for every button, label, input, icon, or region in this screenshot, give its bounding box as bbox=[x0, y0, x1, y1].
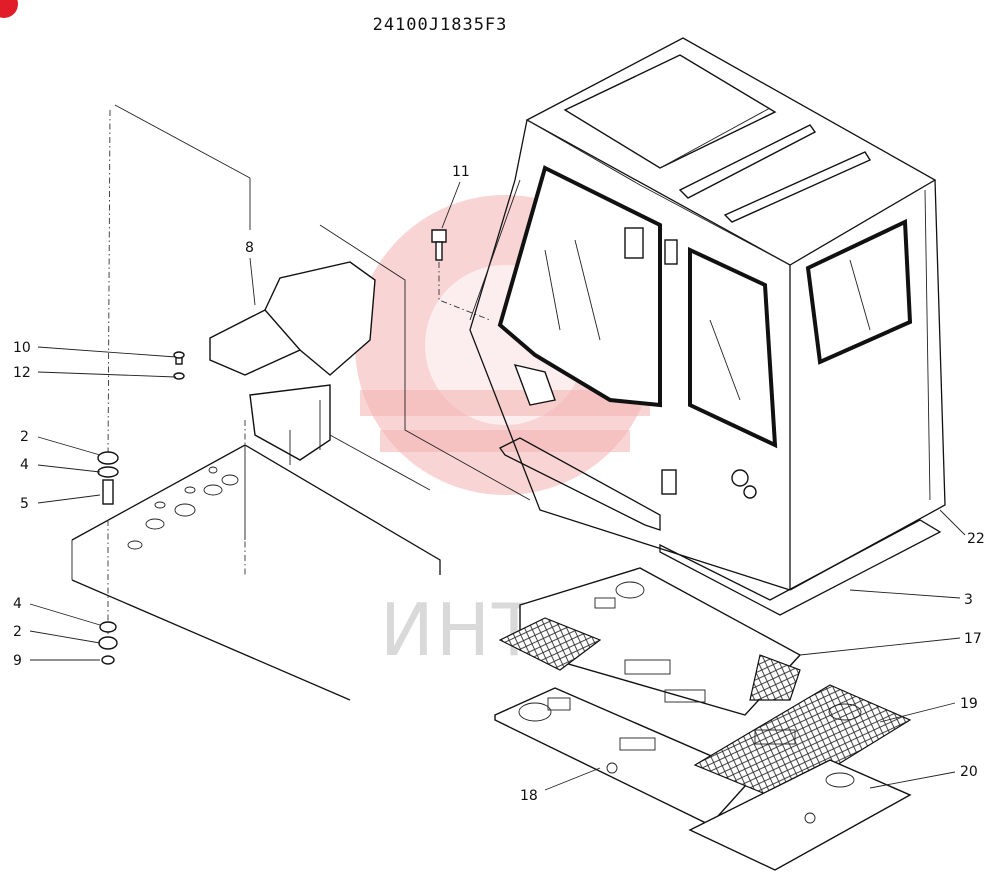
label-part-10: 10 bbox=[13, 340, 31, 356]
spacer-sleeve bbox=[102, 479, 114, 505]
label-part-11: 11 bbox=[452, 164, 470, 180]
floor-mat-19 bbox=[693, 684, 912, 801]
label-part-12: 12 bbox=[13, 365, 31, 381]
floor-mat-17 bbox=[498, 567, 802, 716]
back-panel bbox=[249, 178, 531, 501]
label-part-9: 9 bbox=[13, 653, 22, 669]
label-part-4-lower: 4 bbox=[13, 596, 22, 612]
label-part-2-lower: 2 bbox=[13, 624, 22, 640]
drawing-number: 24100J1835F3 bbox=[373, 15, 508, 35]
front-window bbox=[497, 165, 662, 408]
label-part-17: 17 bbox=[964, 631, 982, 647]
bolt-and-washer bbox=[173, 351, 185, 380]
floor-mat-20 bbox=[688, 759, 912, 871]
label-part-22: 22 bbox=[967, 531, 985, 547]
nut bbox=[101, 655, 115, 665]
label-part-3: 3 bbox=[964, 592, 973, 608]
label-part-19: 19 bbox=[960, 696, 978, 712]
corner-badge-icon bbox=[0, 0, 18, 18]
operator-cab bbox=[469, 37, 946, 591]
label-part-18: 18 bbox=[520, 788, 538, 804]
floor-plate bbox=[71, 104, 441, 701]
leader-lines bbox=[29, 181, 966, 791]
washer-lower bbox=[99, 621, 117, 633]
operator-seat bbox=[209, 261, 376, 465]
rubber-mount-lower bbox=[98, 636, 118, 650]
cab-seal-22 bbox=[499, 437, 942, 616]
label-part-2-upper: 2 bbox=[20, 429, 29, 445]
label-part-4-upper: 4 bbox=[20, 457, 29, 473]
mount-stack bbox=[97, 451, 119, 665]
rubber-mount-upper bbox=[97, 451, 119, 465]
label-part-5: 5 bbox=[20, 496, 29, 512]
roof-hatch bbox=[563, 54, 777, 169]
hex-bolt bbox=[431, 229, 491, 321]
door-window bbox=[688, 246, 778, 449]
label-part-8: 8 bbox=[245, 240, 254, 256]
floor-mat-18 bbox=[494, 687, 757, 826]
washer-upper bbox=[97, 466, 119, 478]
label-part-20: 20 bbox=[960, 764, 978, 780]
center-line bbox=[107, 109, 111, 640]
